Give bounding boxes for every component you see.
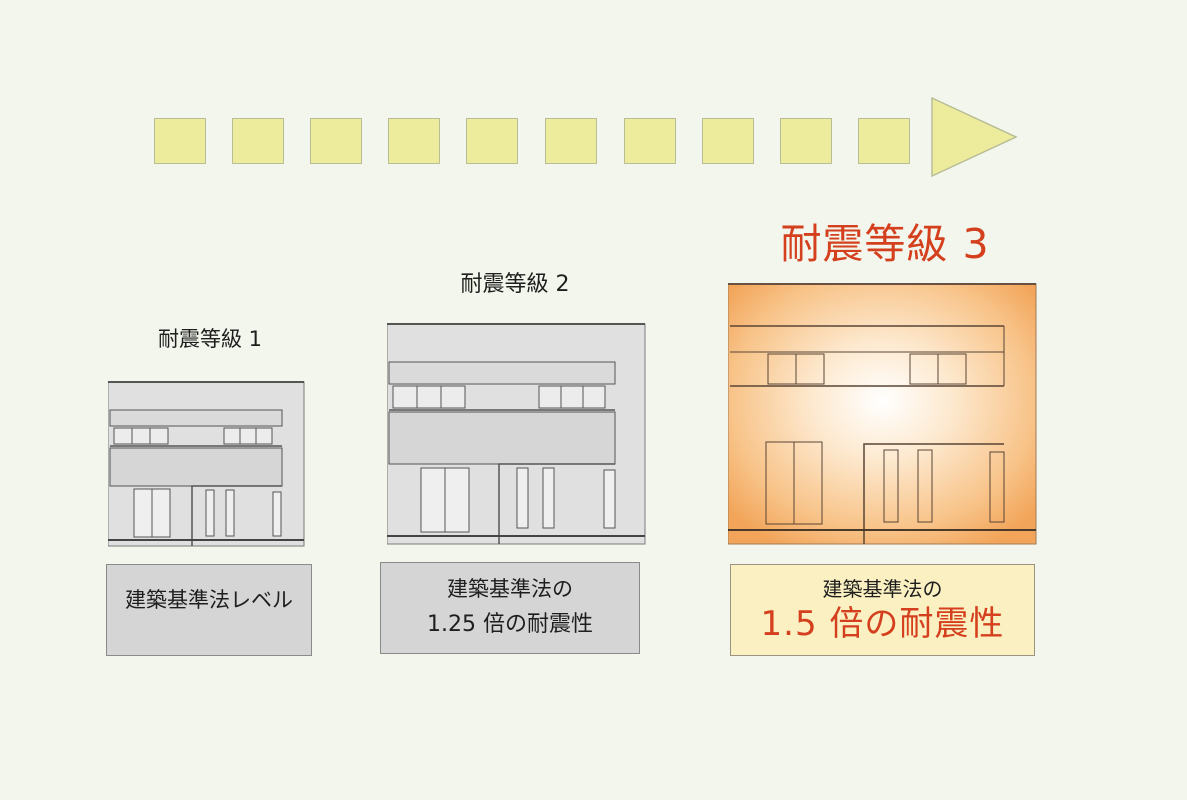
level-1-description-line: 建築基準法レベル xyxy=(125,588,293,612)
level-2-description-line-1: 建築基準法の xyxy=(447,577,573,601)
arrow-segment xyxy=(310,118,362,164)
level-3-description-box: 建築基準法の 1.5 倍の耐震性 xyxy=(730,564,1035,656)
level-2-title: 耐震等級 2 xyxy=(460,272,570,297)
house-level-2-illustration xyxy=(387,323,646,545)
arrow-segment xyxy=(858,118,910,164)
arrow-head-icon xyxy=(931,96,1018,178)
arrow-segment xyxy=(545,118,597,164)
arrow-segment xyxy=(232,118,284,164)
level-1-title: 耐震等級 1 xyxy=(157,327,263,351)
level-1-description-box: 建築基準法レベル xyxy=(106,564,312,656)
level-3-title: 耐震等級 3 xyxy=(780,220,990,268)
house-level-1-illustration xyxy=(108,381,305,547)
level-2-description-box: 建築基準法の 1.25 倍の耐震性 xyxy=(380,562,640,654)
arrow-segment xyxy=(154,118,206,164)
arrow-segment xyxy=(702,118,754,164)
level-2-description-line-2: 1.25 倍の耐震性 xyxy=(427,612,593,637)
level-3-description-line-2: 1.5 倍の耐震性 xyxy=(760,604,1005,644)
arrow-segment xyxy=(388,118,440,164)
arrow-segment xyxy=(624,118,676,164)
level-3-description-line-1: 建築基準法の xyxy=(822,577,943,601)
arrow-segment xyxy=(780,118,832,164)
arrow-segment xyxy=(466,118,518,164)
house-level-3-illustration xyxy=(728,283,1037,545)
